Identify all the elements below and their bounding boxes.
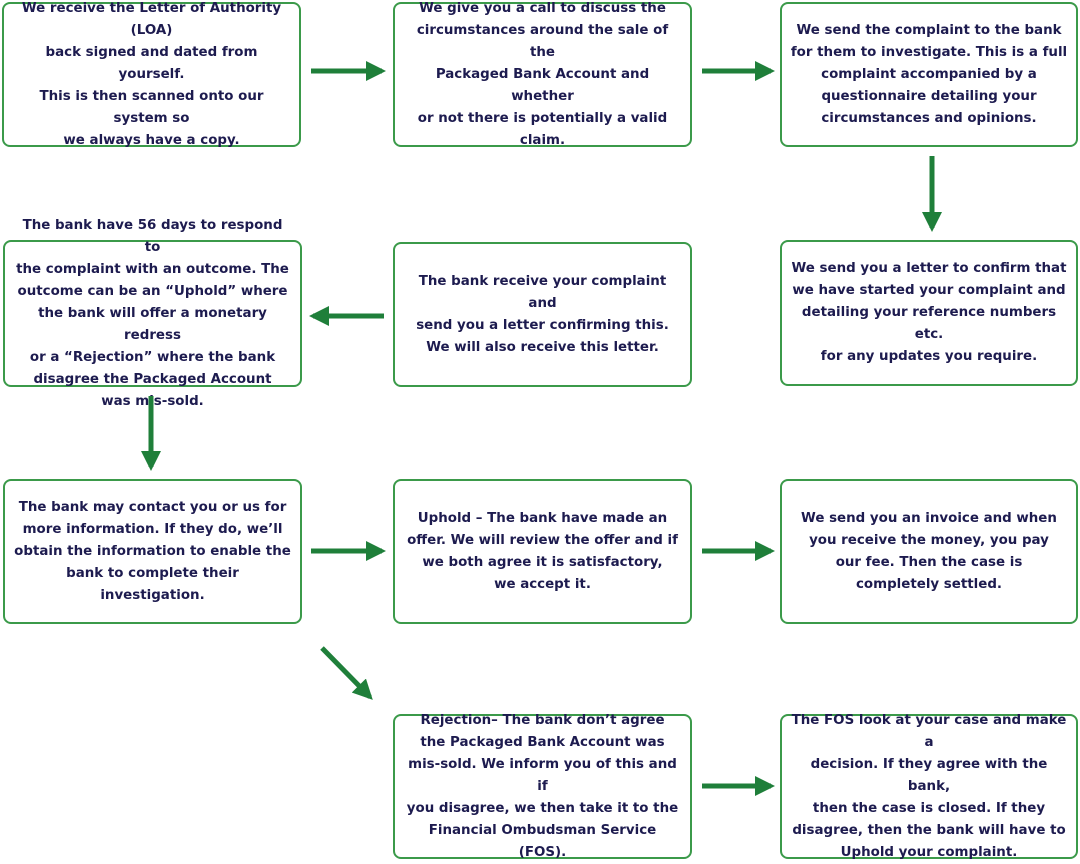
step-bank-56-days: The bank have 56 days to respond to the … xyxy=(3,218,302,409)
step-discussion-call: We give you a call to discuss the circum… xyxy=(393,1,692,148)
step-text: We send the complaint to the bank for th… xyxy=(790,22,1068,126)
step-uphold: Uphold – The bank have made an offer. We… xyxy=(393,479,692,624)
step-confirmation-letter: We send you a letter to confirm that we … xyxy=(780,240,1078,386)
step-text: The bank receive your complaint and send… xyxy=(416,273,669,355)
step-text: We give you a call to discuss the circum… xyxy=(416,0,669,148)
step-letter-of-authority: We receive the Letter of Authority (LOA)… xyxy=(2,1,301,148)
step-rejection: Rejection– The bank don’t agree the Pack… xyxy=(393,713,692,860)
step-bank-receives-complaint: The bank receive your complaint and send… xyxy=(393,242,692,387)
step-send-complaint-to-bank: We send the complaint to the bank for th… xyxy=(780,2,1078,147)
step-text: We send you an invoice and when you rece… xyxy=(801,510,1057,592)
step-text: We send you a letter to confirm that we … xyxy=(791,261,1067,364)
step-fos-review: The FOS look at your case and make a dec… xyxy=(780,713,1078,860)
arrow-bank-contact-to-rejection xyxy=(320,646,373,700)
step-bank-may-contact: The bank may contact you or us for more … xyxy=(3,479,302,624)
step-text: The bank may contact you or us for more … xyxy=(14,499,291,603)
step-text: The bank have 56 days to respond to the … xyxy=(16,217,289,409)
step-text: The FOS look at your case and make a dec… xyxy=(791,712,1067,860)
step-text: We receive the Letter of Authority (LOA)… xyxy=(21,0,282,148)
step-text: Uphold – The bank have made an offer. We… xyxy=(407,510,678,592)
step-text: Rejection– The bank don’t agree the Pack… xyxy=(406,712,679,860)
step-invoice: We send you an invoice and when you rece… xyxy=(780,479,1078,624)
